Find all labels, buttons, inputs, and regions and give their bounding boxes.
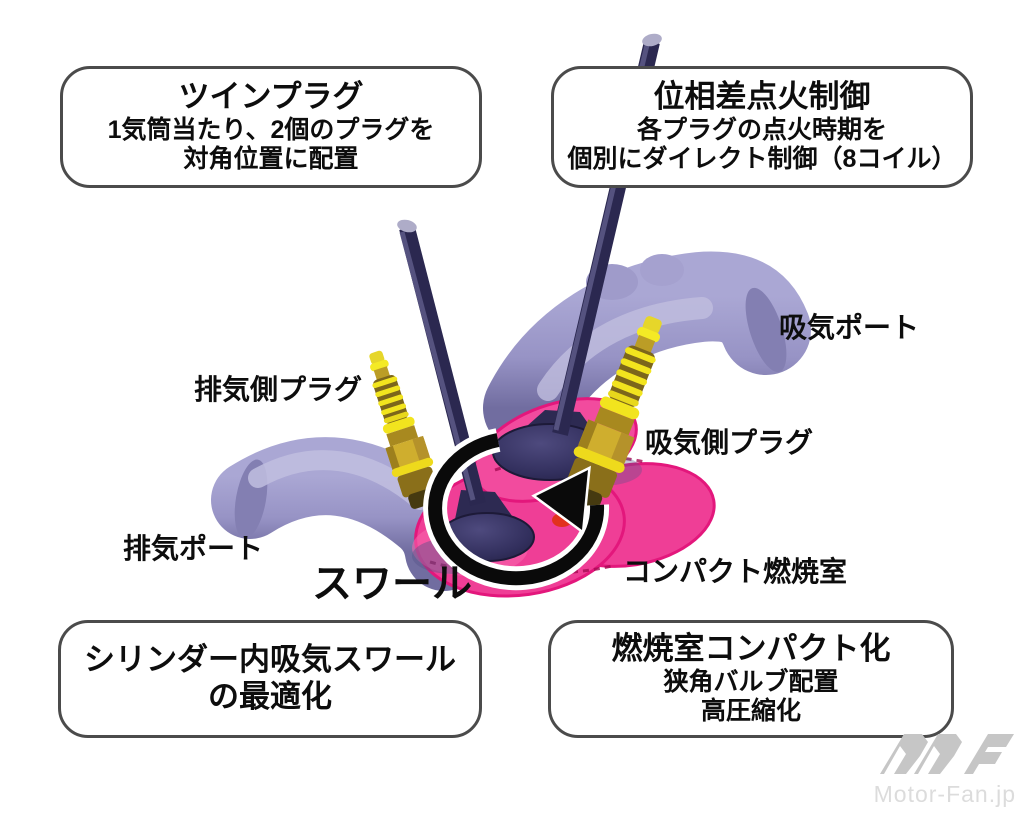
callout-line: 1気筒当たり、2個のプラグを bbox=[107, 115, 435, 144]
callout-line: 高圧縮化 bbox=[700, 697, 801, 726]
callout-swirl-optimization: シリンダー内吸気スワール の最適化 bbox=[58, 620, 482, 738]
swirl-arrow bbox=[423, 428, 610, 591]
callout-line: 個別にダイレクト制御（8コイル） bbox=[567, 145, 957, 174]
callout-twin-plug: ツインプラグ 1気筒当たり、2個のプラグを 対角位置に配置 bbox=[60, 66, 482, 188]
callout-phase-ignition: 位相差点火制御 各プラグの点火時期を 個別にダイレクト制御（8コイル） bbox=[551, 66, 973, 188]
callout-line: 対角位置に配置 bbox=[183, 145, 359, 174]
label-exhaust-port: 排気ポート bbox=[123, 533, 264, 564]
label-swirl: スワール bbox=[312, 562, 472, 606]
label-exhaust-side-plug: 排気側プラグ bbox=[194, 374, 363, 405]
callout-line: 狭角バルブ配置 bbox=[663, 667, 839, 696]
watermark: Motor-Fan.jp bbox=[874, 732, 1016, 808]
motor-fan-logo-icon bbox=[880, 734, 1014, 774]
callout-title: の最適化 bbox=[208, 679, 332, 714]
label-compact-combustion-chamber: コンパクト燃焼室 bbox=[623, 556, 848, 587]
callout-title: ツインプラグ bbox=[178, 79, 364, 115]
callout-title: シリンダー内吸気スワール bbox=[84, 642, 456, 678]
callout-compact-chamber: 燃焼室コンパクト化 狭角バルブ配置 高圧縮化 bbox=[548, 620, 954, 738]
callout-line: 各プラグの点火時期を bbox=[636, 115, 887, 144]
callout-title: 燃焼室コンパクト化 bbox=[611, 631, 891, 667]
watermark-text: Motor-Fan.jp bbox=[873, 781, 1016, 807]
label-intake-port: 吸気ポート bbox=[779, 312, 920, 343]
callout-title: 位相差点火制御 bbox=[653, 79, 871, 115]
label-intake-side-plug: 吸気側プラグ bbox=[645, 427, 814, 458]
